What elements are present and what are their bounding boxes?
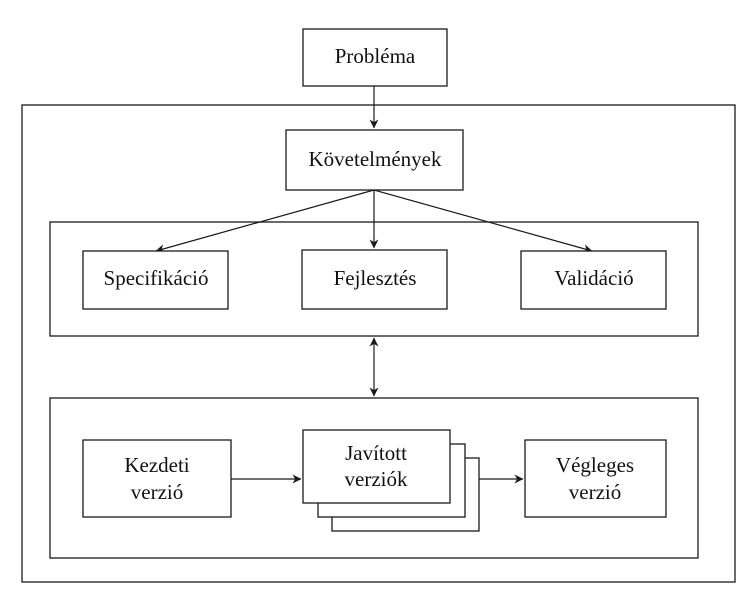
stacked-page-front [302,429,451,504]
node-development: Fejlesztés [301,249,448,310]
arrow-requirements-to-specification [155,189,375,254]
node-requirements: Követelmények [285,129,464,191]
node-final-version-line2: verzió [569,480,621,504]
node-validation-label: Validáció [554,266,633,290]
node-final-version: Végleges verzió [524,439,667,518]
node-specification: Specifikáció [82,250,229,310]
node-development-label: Fejlesztés [334,266,417,290]
node-requirements-label: Követelmények [309,147,442,171]
arrow-requirements-to-validation [373,189,593,254]
node-improved-versions-line2: verziók [345,467,408,491]
node-improved-versions: Javított verziók [302,429,480,532]
node-problem: Probléma [302,28,448,87]
node-improved-versions-line1: Javított [345,441,407,465]
node-final-version-line1: Végleges [556,453,634,477]
node-problem-label: Probléma [335,44,416,68]
versions-frame [49,397,699,559]
node-specification-label: Specifikáció [104,266,209,290]
node-initial-version-line2: verzió [131,480,183,504]
outer-frame [21,104,736,583]
node-initial-version: Kezdeti verzió [82,439,232,518]
node-initial-version-line1: Kezdeti [124,453,189,477]
node-validation: Validáció [520,250,667,310]
